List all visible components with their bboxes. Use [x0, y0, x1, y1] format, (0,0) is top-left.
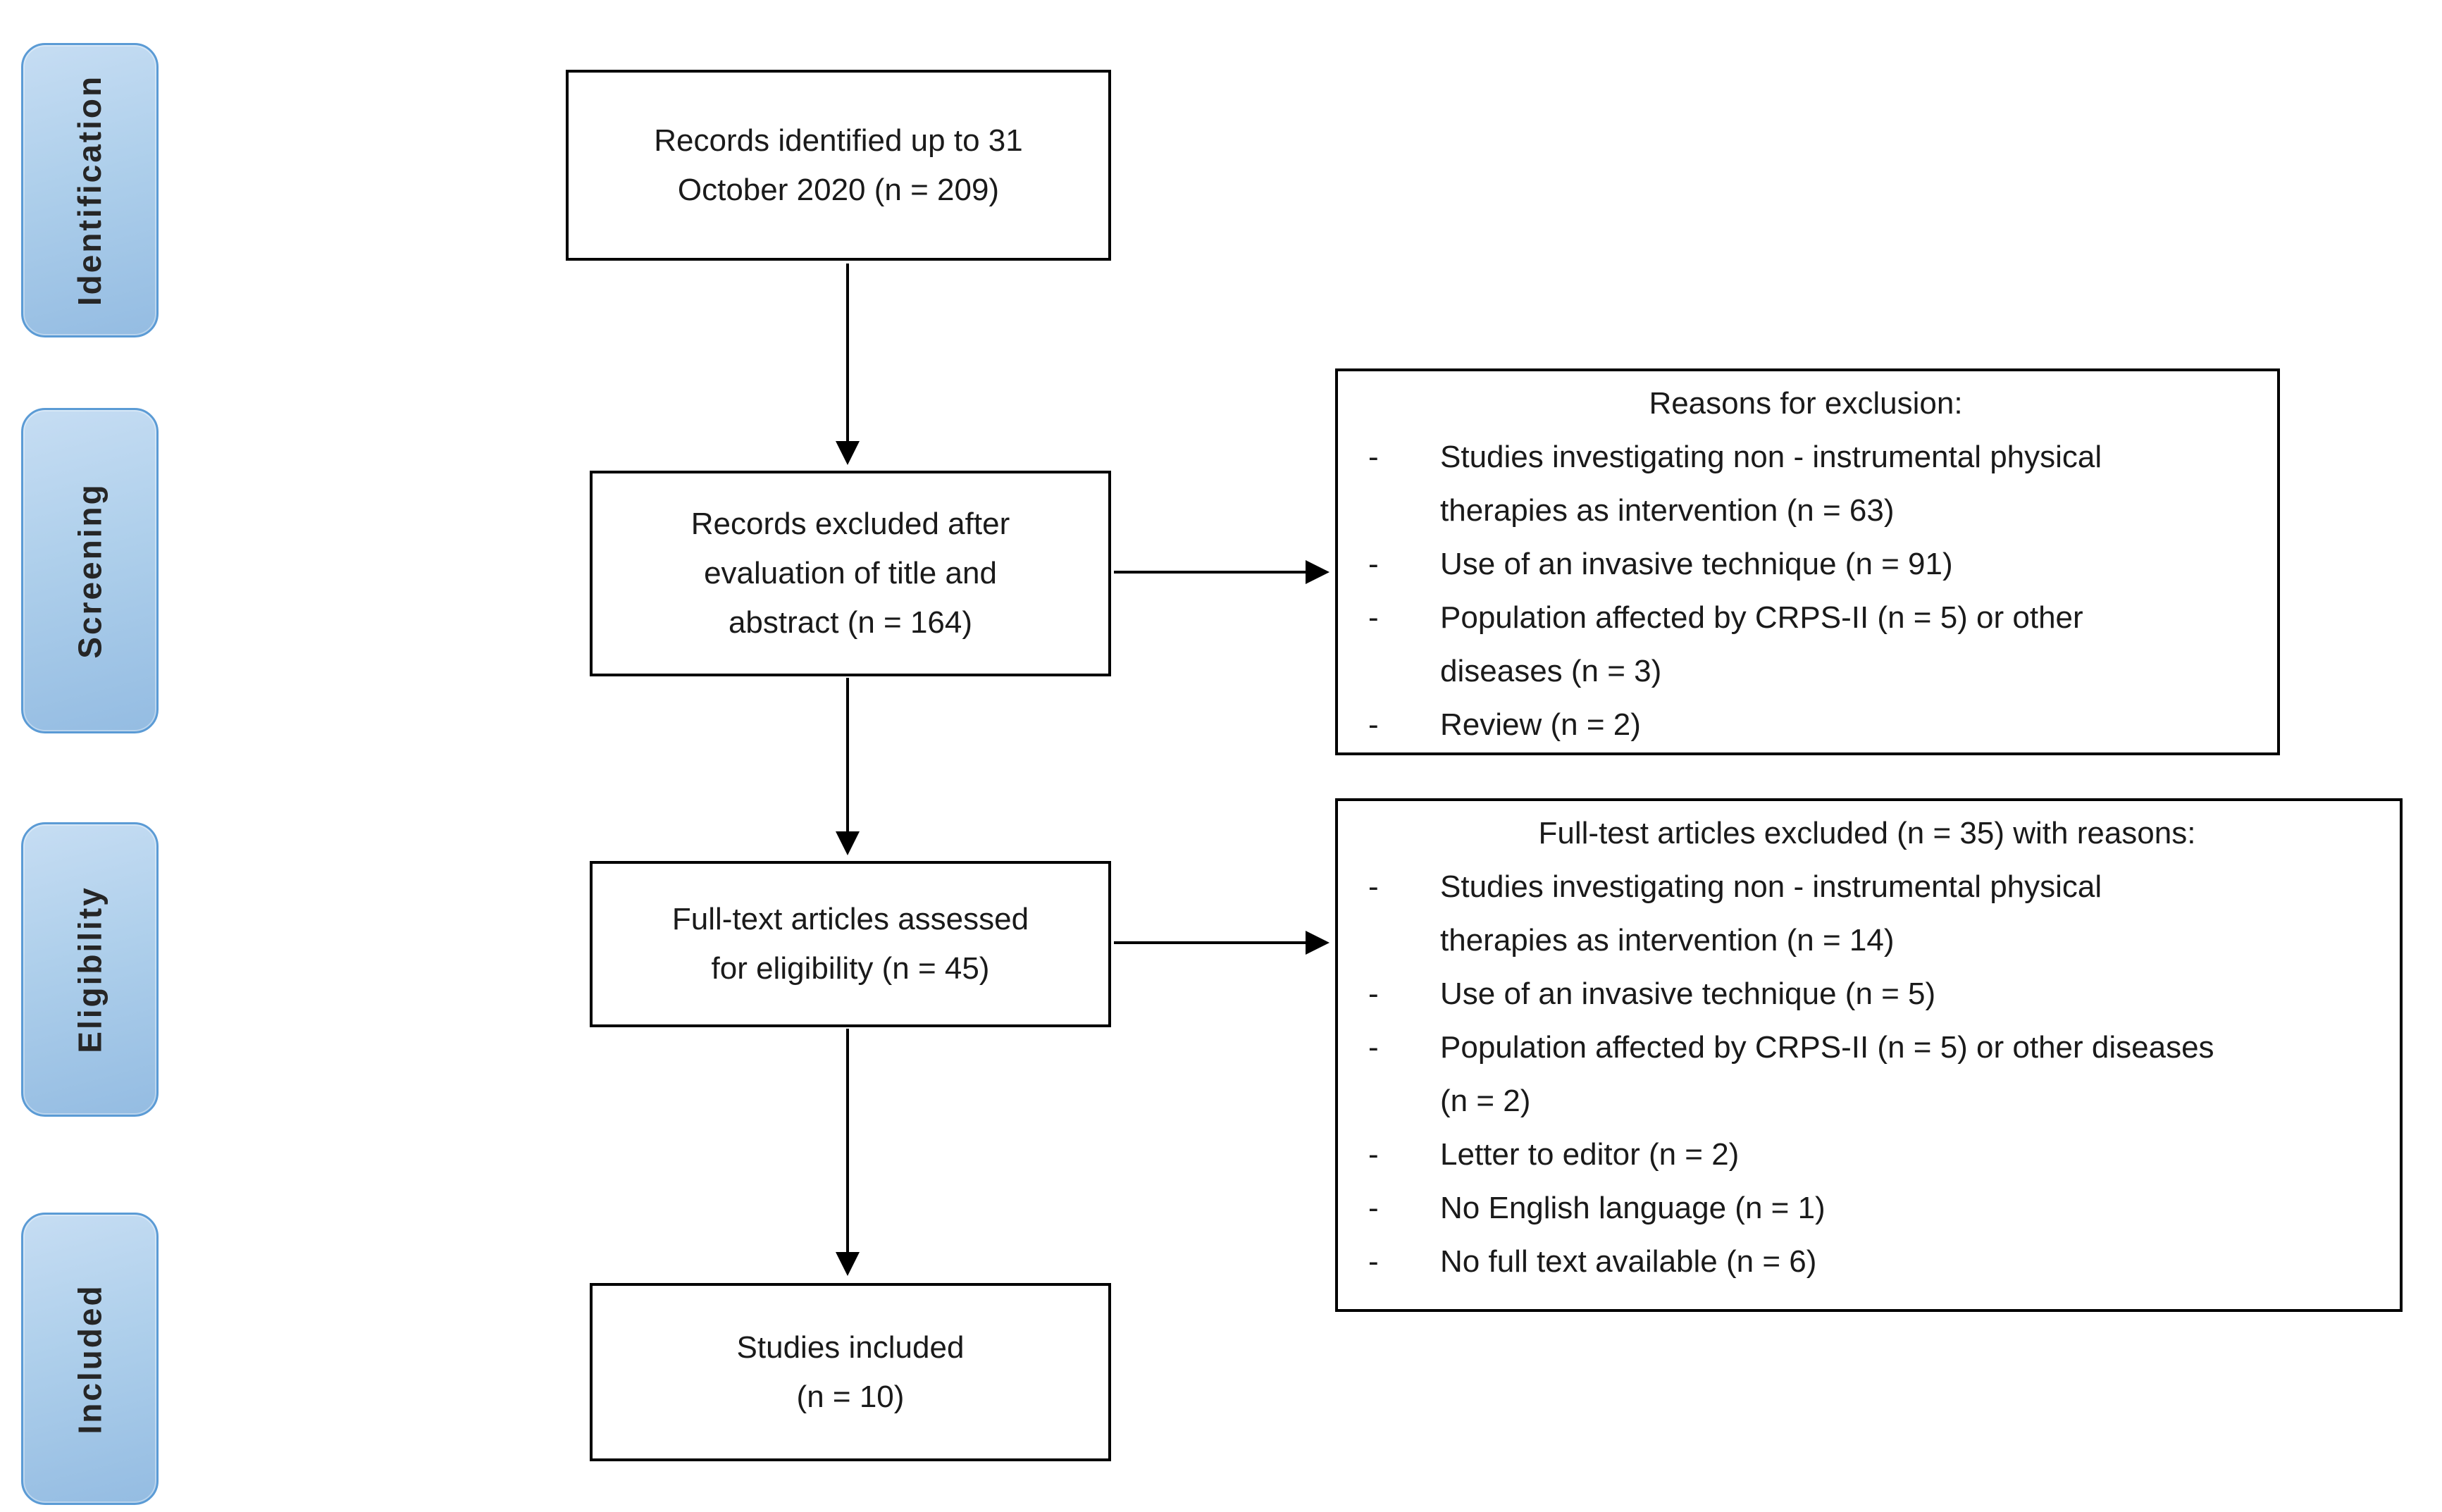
stage-identification: Identification [21, 43, 159, 337]
exclusion-item: - No English language (n = 1) [1349, 1182, 2386, 1235]
bullet-dash: - [1368, 1191, 1379, 1225]
flow-box-studies-included-text: Studies included (n = 10) [736, 1330, 965, 1414]
flow-box-records-excluded: Records excluded after evaluation of tit… [590, 471, 1111, 676]
exclusion-item: - Use of an invasive technique (n = 91) [1349, 538, 2263, 591]
exclusion-box-screening-title: Reasons for exclusion: [1649, 386, 1963, 421]
flow-box-records-identified-text: Records identified up to 31 October 2020… [654, 123, 1023, 207]
arrowhead-right-icon [1306, 931, 1330, 955]
arrow-identified-to-excluded [836, 264, 860, 465]
exclusion-item-text: No full text available (n = 6) [1440, 1244, 1817, 1279]
exclusion-box-screening: Reasons for exclusion: - Studies investi… [1335, 368, 2280, 755]
arrow-excluded-to-fulltext [836, 678, 860, 855]
exclusion-item: - Studies investigating non - instrument… [1349, 430, 2263, 538]
flow-box-fulltext-assessed-text: Full-text articles assessed for eligibil… [671, 902, 1029, 986]
bullet-dash: - [1368, 869, 1379, 904]
exclusion-item-text: No English language (n = 1) [1440, 1191, 1826, 1225]
exclusion-item-text: Studies investigating non - instrumental… [1440, 869, 2102, 958]
exclusion-item-text: Review (n = 2) [1440, 707, 1641, 742]
bullet-dash: - [1368, 977, 1379, 1011]
stage-included-label: Included [71, 1283, 109, 1434]
exclusion-item: - Letter to editor (n = 2) [1349, 1128, 2386, 1182]
arrow-fulltext-to-reasons [1114, 931, 1330, 955]
exclusion-box-eligibility-title: Full-test articles excluded (n = 35) wit… [1538, 816, 2196, 850]
arrowhead-down-icon [836, 441, 860, 465]
exclusion-item-text: Population affected by CRPS-II (n = 5) o… [1440, 600, 2083, 688]
arrowhead-down-icon [836, 1252, 860, 1276]
stage-screening-label: Screening [71, 483, 109, 659]
exclusion-item: - Use of an invasive technique (n = 5) [1349, 967, 2386, 1021]
bullet-dash: - [1368, 1137, 1379, 1172]
flow-box-fulltext-assessed: Full-text articles assessed for eligibil… [590, 861, 1111, 1027]
arrowhead-down-icon [836, 831, 860, 855]
bullet-dash: - [1368, 440, 1379, 474]
exclusion-item: - No full text available (n = 6) [1349, 1235, 2386, 1289]
exclusion-item: - Review (n = 2) [1349, 698, 2263, 752]
exclusion-item-text: Population affected by CRPS-II (n = 5) o… [1440, 1030, 2214, 1118]
exclusion-item-text: Use of an invasive technique (n = 91) [1440, 547, 1953, 581]
bullet-dash: - [1368, 547, 1379, 581]
arrow-fulltext-to-included [836, 1029, 860, 1276]
exclusion-item: - Population affected by CRPS-II (n = 5)… [1349, 1021, 2386, 1128]
flow-box-studies-included: Studies included (n = 10) [590, 1283, 1111, 1461]
arrowhead-right-icon [1306, 560, 1330, 584]
exclusion-item: - Population affected by CRPS-II (n = 5)… [1349, 591, 2263, 698]
stage-included: Included [21, 1213, 159, 1505]
exclusion-item-text: Use of an invasive technique (n = 5) [1440, 977, 1936, 1011]
bullet-dash: - [1368, 707, 1379, 742]
exclusion-item-text: Studies investigating non - instrumental… [1440, 440, 2102, 528]
bullet-dash: - [1368, 1030, 1379, 1065]
stage-screening: Screening [21, 408, 159, 733]
bullet-dash: - [1368, 1244, 1379, 1279]
bullet-dash: - [1368, 600, 1379, 635]
flow-box-records-identified: Records identified up to 31 October 2020… [566, 70, 1111, 261]
arrow-excluded-to-reasons [1114, 560, 1330, 584]
stage-eligibility-label: Eligibility [71, 886, 109, 1053]
stage-identification-label: Identification [71, 74, 109, 306]
exclusion-box-eligibility: Full-test articles excluded (n = 35) wit… [1335, 798, 2403, 1312]
exclusion-item: - Studies investigating non - instrument… [1349, 860, 2386, 967]
stage-eligibility: Eligibility [21, 822, 159, 1117]
exclusion-item-text: Letter to editor (n = 2) [1440, 1137, 1740, 1172]
flow-box-records-excluded-text: Records excluded after evaluation of tit… [690, 507, 1010, 640]
